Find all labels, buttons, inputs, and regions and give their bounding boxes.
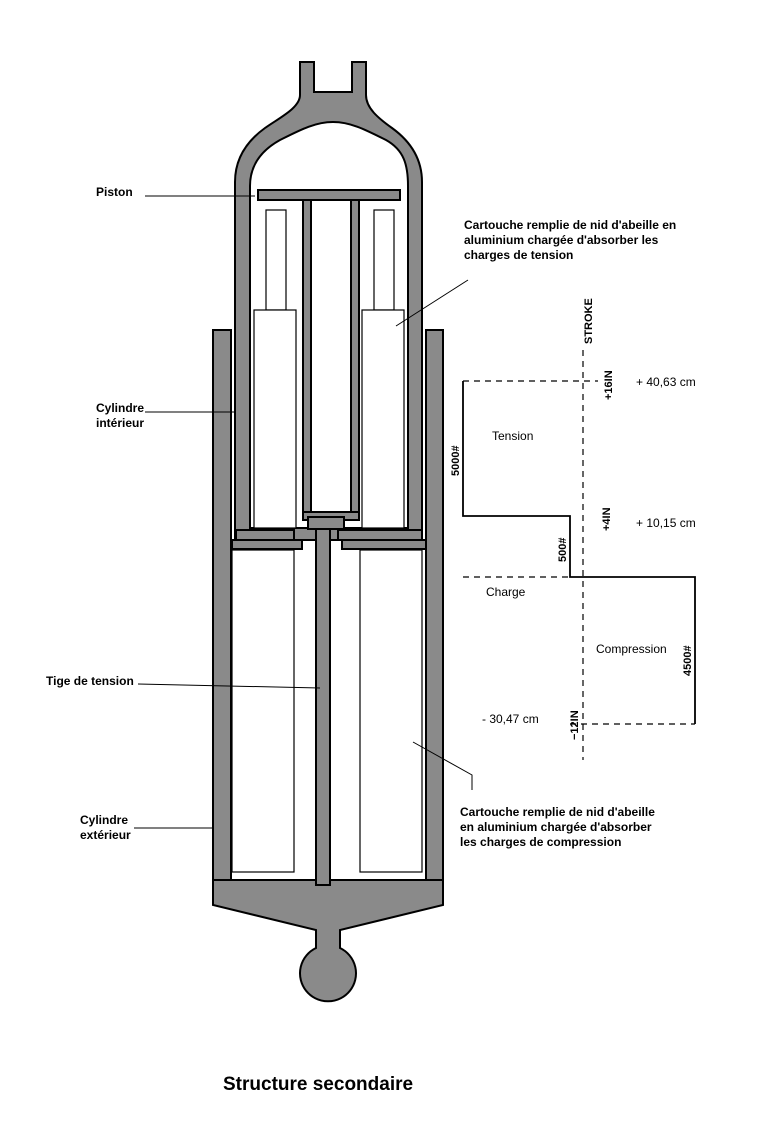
label-compression-cartridge-line3: les charges de compression [460,835,621,849]
stroke-load-diagram: STROKE +16IN +4IN −12IN + 40,63 cm + 10,… [450,298,696,760]
inner-cylinder [234,61,423,541]
compression-honeycomb-cartridges [231,549,423,873]
load-curve [462,381,696,724]
label-tension-rod: Tige de tension [46,674,134,688]
label-tension-cartridge-line1: Cartouche remplie de nid d'abeille en [464,218,676,232]
label-piston: Piston [96,185,133,199]
marker-plus4in: +4IN [601,507,613,531]
label-compression-cartridge-line1: Cartouche remplie de nid d'abeille [460,805,655,819]
tension-honeycomb-cartridges [253,209,405,529]
tension-rod [307,516,345,886]
load-5000: 5000# [450,445,462,476]
figure-title: Structure secondaire [223,1074,413,1095]
marker-plus16-cm: + 40,63 cm [636,375,696,389]
outer-cylinder [212,329,444,1003]
label-tension-cartridge-line3: charges de tension [464,248,573,262]
separator-plate [231,539,427,550]
region-tension: Tension [492,429,533,443]
label-outer-cylinder-line2: extérieur [80,828,131,842]
marker-plus4-cm: + 10,15 cm [636,516,696,530]
marker-minus12-cm: - 30,47 cm [482,712,539,726]
label-compression-cartridge-line2: en aluminium chargée d'absorber [460,820,652,834]
load-4500: 4500# [682,645,694,676]
load-500: 500# [557,538,569,562]
marker-plus16in: +16IN [603,370,615,400]
region-compression: Compression [596,642,667,656]
axis-label-stroke: STROKE [583,298,595,344]
label-outer-cylinder-line1: Cylindre [80,813,128,827]
leader-lines [134,195,473,829]
label-inner-cylinder-line2: intérieur [96,416,144,430]
label-tension-cartridge-line2: aluminium chargée d'absorber les [464,233,659,247]
marker-minus12in: −12IN [569,710,581,740]
region-charge: Charge [486,585,526,599]
label-inner-cylinder-line1: Cylindre [96,401,144,415]
